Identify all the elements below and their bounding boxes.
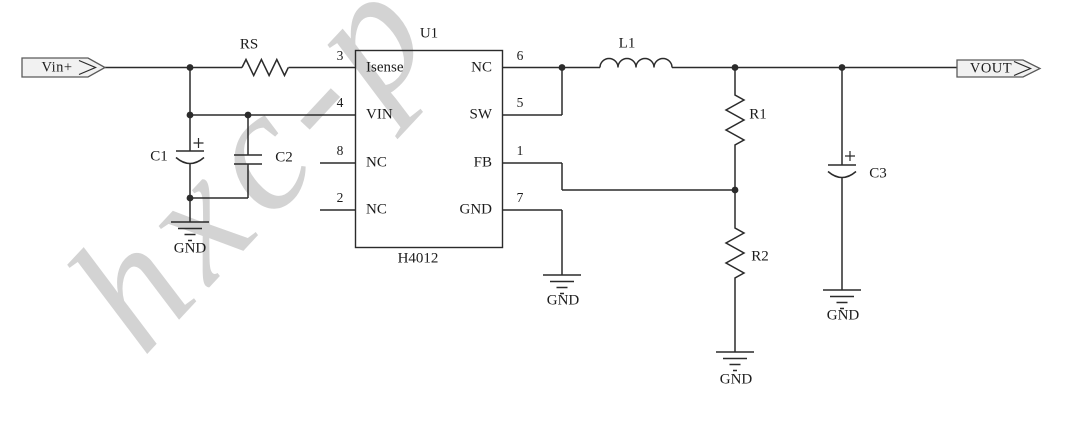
junction-dots (186, 64, 846, 202)
junction-dot (731, 186, 739, 194)
c1-plus-sign (193, 138, 204, 148)
pin-number-3: 3 (336, 48, 344, 63)
r1-ref-label: R1 (749, 106, 767, 123)
r2-ref-label: R2 (751, 248, 769, 265)
vout-flag-chevron (1013, 60, 1033, 77)
junction-dot (731, 64, 739, 71)
vout-port-label: VOUT (969, 60, 1013, 76)
c3-capacitor-symbol (827, 67, 857, 290)
r1-resistor-symbol (724, 67, 746, 190)
rs-resistor-symbol (241, 57, 289, 78)
gnd-symbol-r2 (716, 351, 754, 372)
gnd-label-ic: GND (546, 292, 580, 309)
c3-plus-sign (845, 151, 855, 161)
c1-capacitor-symbol (175, 115, 205, 198)
pin-name-nc8: NC (366, 154, 387, 171)
gnd-symbol-c1 (171, 221, 209, 242)
c3-ref-label: C3 (869, 165, 887, 182)
junction-dot (186, 194, 194, 202)
vin-flag-chevron (78, 59, 98, 76)
wires-and-symbols (105, 57, 957, 372)
rs-ref-label: RS (239, 36, 259, 53)
pin-number-4: 4 (336, 95, 344, 110)
wire-vin-branch (189, 67, 355, 116)
gnd-label-c1: GND (173, 240, 207, 257)
gnd-label-c3: GND (826, 307, 860, 324)
vout-port (956, 59, 1042, 78)
gnd-label-r2: GND (719, 371, 753, 388)
wire-fb (502, 162, 735, 191)
c2-ref-label: C2 (275, 149, 293, 166)
r2-resistor-symbol (724, 190, 746, 352)
l1-inductor-symbol (599, 57, 673, 68)
pin-name-vin: VIN (366, 106, 393, 123)
ic-part-label: H4012 (397, 250, 439, 267)
ic-ref-label: U1 (419, 25, 439, 42)
pin-name-nc2: NC (366, 201, 387, 218)
junction-dot (186, 111, 194, 119)
pin-name-isense: Isense (366, 59, 404, 76)
wire-c2-to-c1 (189, 197, 248, 222)
wire-pin7 (502, 209, 563, 275)
junction-dot (186, 64, 194, 71)
pin-name-fb: FB (473, 154, 492, 171)
pin-name-nc6: NC (471, 59, 492, 76)
pin-number-2: 2 (336, 190, 344, 205)
pin-name-gnd: GND (459, 201, 493, 218)
c2-capacitor-symbol (234, 115, 262, 198)
wire-pin5 (502, 67, 563, 116)
ic-body (354, 49, 504, 249)
junction-dot (244, 111, 252, 119)
l1-ref-label: L1 (618, 35, 636, 52)
pin-number-7: 7 (516, 190, 524, 205)
gnd-symbol-ic (543, 274, 581, 295)
pin-number-5: 5 (516, 95, 524, 110)
c1-ref-label: C1 (150, 148, 168, 165)
pin-name-sw: SW (469, 106, 493, 123)
junction-dot (838, 64, 846, 71)
pin-number-8: 8 (336, 143, 344, 158)
junction-dot (558, 64, 566, 71)
gnd-symbol-c3 (823, 289, 861, 310)
pin-number-1: 1 (516, 143, 524, 158)
pin-number-6: 6 (516, 48, 524, 63)
vin-port-label: Vin+ (41, 59, 73, 75)
vin-port (21, 57, 107, 78)
